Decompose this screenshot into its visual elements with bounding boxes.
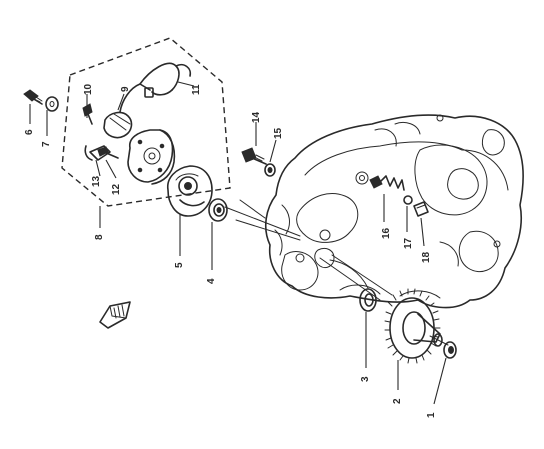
- callout-10: 10: [83, 83, 94, 95]
- washer-15: [264, 163, 276, 177]
- nut-1: [443, 341, 457, 359]
- callout-4: 4: [206, 278, 217, 284]
- callout-16: 16: [381, 227, 392, 239]
- callout-6: 6: [24, 129, 35, 135]
- leader-lines: [29, 81, 447, 405]
- washer-7: [45, 96, 59, 112]
- callout-9: 9: [120, 86, 131, 92]
- callout-1: 1: [426, 412, 437, 418]
- assembly-axis-lines: [224, 199, 449, 346]
- callout-3: 3: [360, 376, 371, 382]
- callout-5: 5: [174, 262, 185, 268]
- bracket-12: [84, 145, 119, 161]
- callout-13: 13: [91, 175, 102, 187]
- ball-17: [403, 195, 413, 205]
- callout-17: 17: [403, 237, 414, 249]
- callout-15: 15: [273, 127, 284, 139]
- rotor-5: [166, 165, 213, 217]
- stator-plate: [127, 129, 176, 185]
- callout-8: 8: [94, 234, 105, 240]
- plug-18: [413, 201, 429, 217]
- crankcase-housing: [264, 114, 524, 309]
- seal-3: [359, 288, 377, 312]
- callout-14: 14: [251, 111, 262, 123]
- front-arrow-icon: [99, 301, 131, 329]
- bolt-6: [23, 89, 43, 105]
- gear-2: [384, 288, 443, 364]
- callout-11: 11: [191, 84, 202, 95]
- callout-7: 7: [41, 141, 52, 147]
- bolt-14: [241, 147, 267, 165]
- callout-2: 2: [392, 398, 403, 404]
- callout-labels: 1 2 3 4 5 6 7 8 9 10 11 12 13 14 15 16 1…: [24, 83, 437, 418]
- callout-18: 18: [421, 251, 432, 263]
- bearing-4: [208, 198, 228, 222]
- callout-12: 12: [111, 183, 122, 195]
- spring-16: [369, 175, 405, 191]
- pickup-coil: [103, 62, 192, 139]
- pickup-assembly-box: [61, 37, 231, 207]
